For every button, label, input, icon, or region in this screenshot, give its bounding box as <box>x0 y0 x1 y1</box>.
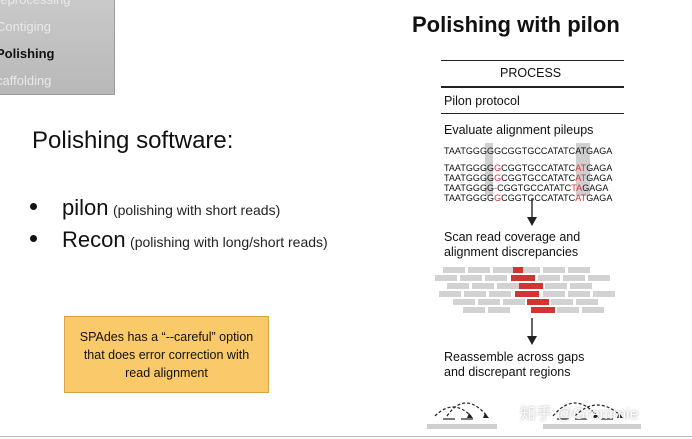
nav-item-polishing[interactable]: Polishing <box>0 46 55 61</box>
reference-sequence: TAATGGGGGCGGTGCCATATCATGAGA <box>444 146 613 156</box>
reassembly-graphic <box>427 402 641 429</box>
protocol-label: Pilon protocol <box>444 94 520 108</box>
down-arrow-icon <box>527 199 537 226</box>
process-label: PROCESS <box>500 66 562 80</box>
spades-note: SPAdes has a “--careful” option that doe… <box>64 316 269 393</box>
bullet-icon <box>30 203 37 210</box>
step-reassemble-2: and discrepant regions <box>444 365 571 379</box>
section-nav: reprocessing Contiging Polishing caffold… <box>0 0 115 95</box>
divider <box>441 86 624 88</box>
list-item: Recon (polishing with long/short reads) <box>30 227 328 259</box>
nav-item-contiging[interactable]: Contiging <box>0 19 51 34</box>
down-arrow-icon <box>527 318 537 345</box>
read-sequence: TAATGGGGGCGGTGCCATATCATGAGA <box>444 163 613 173</box>
mismatch-column-highlight <box>576 143 590 196</box>
list-item: pilon (polishing with short reads) <box>30 195 328 227</box>
pilon-process-figure: PROCESS Pilon protocol Evaluate alignmen… <box>425 60 645 432</box>
step-scan-coverage: Scan read coverage and <box>444 230 581 244</box>
mismatch-column-highlight <box>485 143 493 196</box>
software-desc: (polishing with long/short reads) <box>130 234 328 250</box>
note-text: SPAdes has a “--careful” option that doe… <box>79 329 254 380</box>
watermark: 知乎 @Gremmie <box>520 406 639 423</box>
step-scan-coverage-2: alignment discrepancies <box>444 245 579 259</box>
nav-item-preprocessing[interactable]: reprocessing <box>0 0 70 7</box>
step-evaluate-pileups: Evaluate alignment pileups <box>444 123 594 137</box>
software-name: pilon <box>62 195 109 220</box>
divider <box>441 60 624 61</box>
read-sequence: TAATGGGGGCGGTGCCATATCATGAGA <box>444 193 613 203</box>
read-sequence: TAATGGGG-CGGTGCCATATCTAGAGA <box>444 183 609 193</box>
divider <box>441 113 624 114</box>
software-heading: Polishing software: <box>32 127 234 154</box>
software-desc: (polishing with short reads) <box>112 202 281 218</box>
read-sequence: TAATGGGGGCGGTGCCATATCATGAGA <box>444 173 613 183</box>
nav-item-scaffolding[interactable]: caffolding <box>0 73 52 88</box>
bottom-divider <box>0 436 692 437</box>
read-pileup-graphic <box>435 267 615 313</box>
bullet-icon <box>30 235 37 242</box>
step-reassemble: Reassemble across gaps <box>444 350 585 364</box>
software-list: pilon (polishing with short reads) Recon… <box>30 195 328 259</box>
slide-title: Polishing with pilon <box>412 12 620 37</box>
software-name: Recon <box>62 227 126 252</box>
